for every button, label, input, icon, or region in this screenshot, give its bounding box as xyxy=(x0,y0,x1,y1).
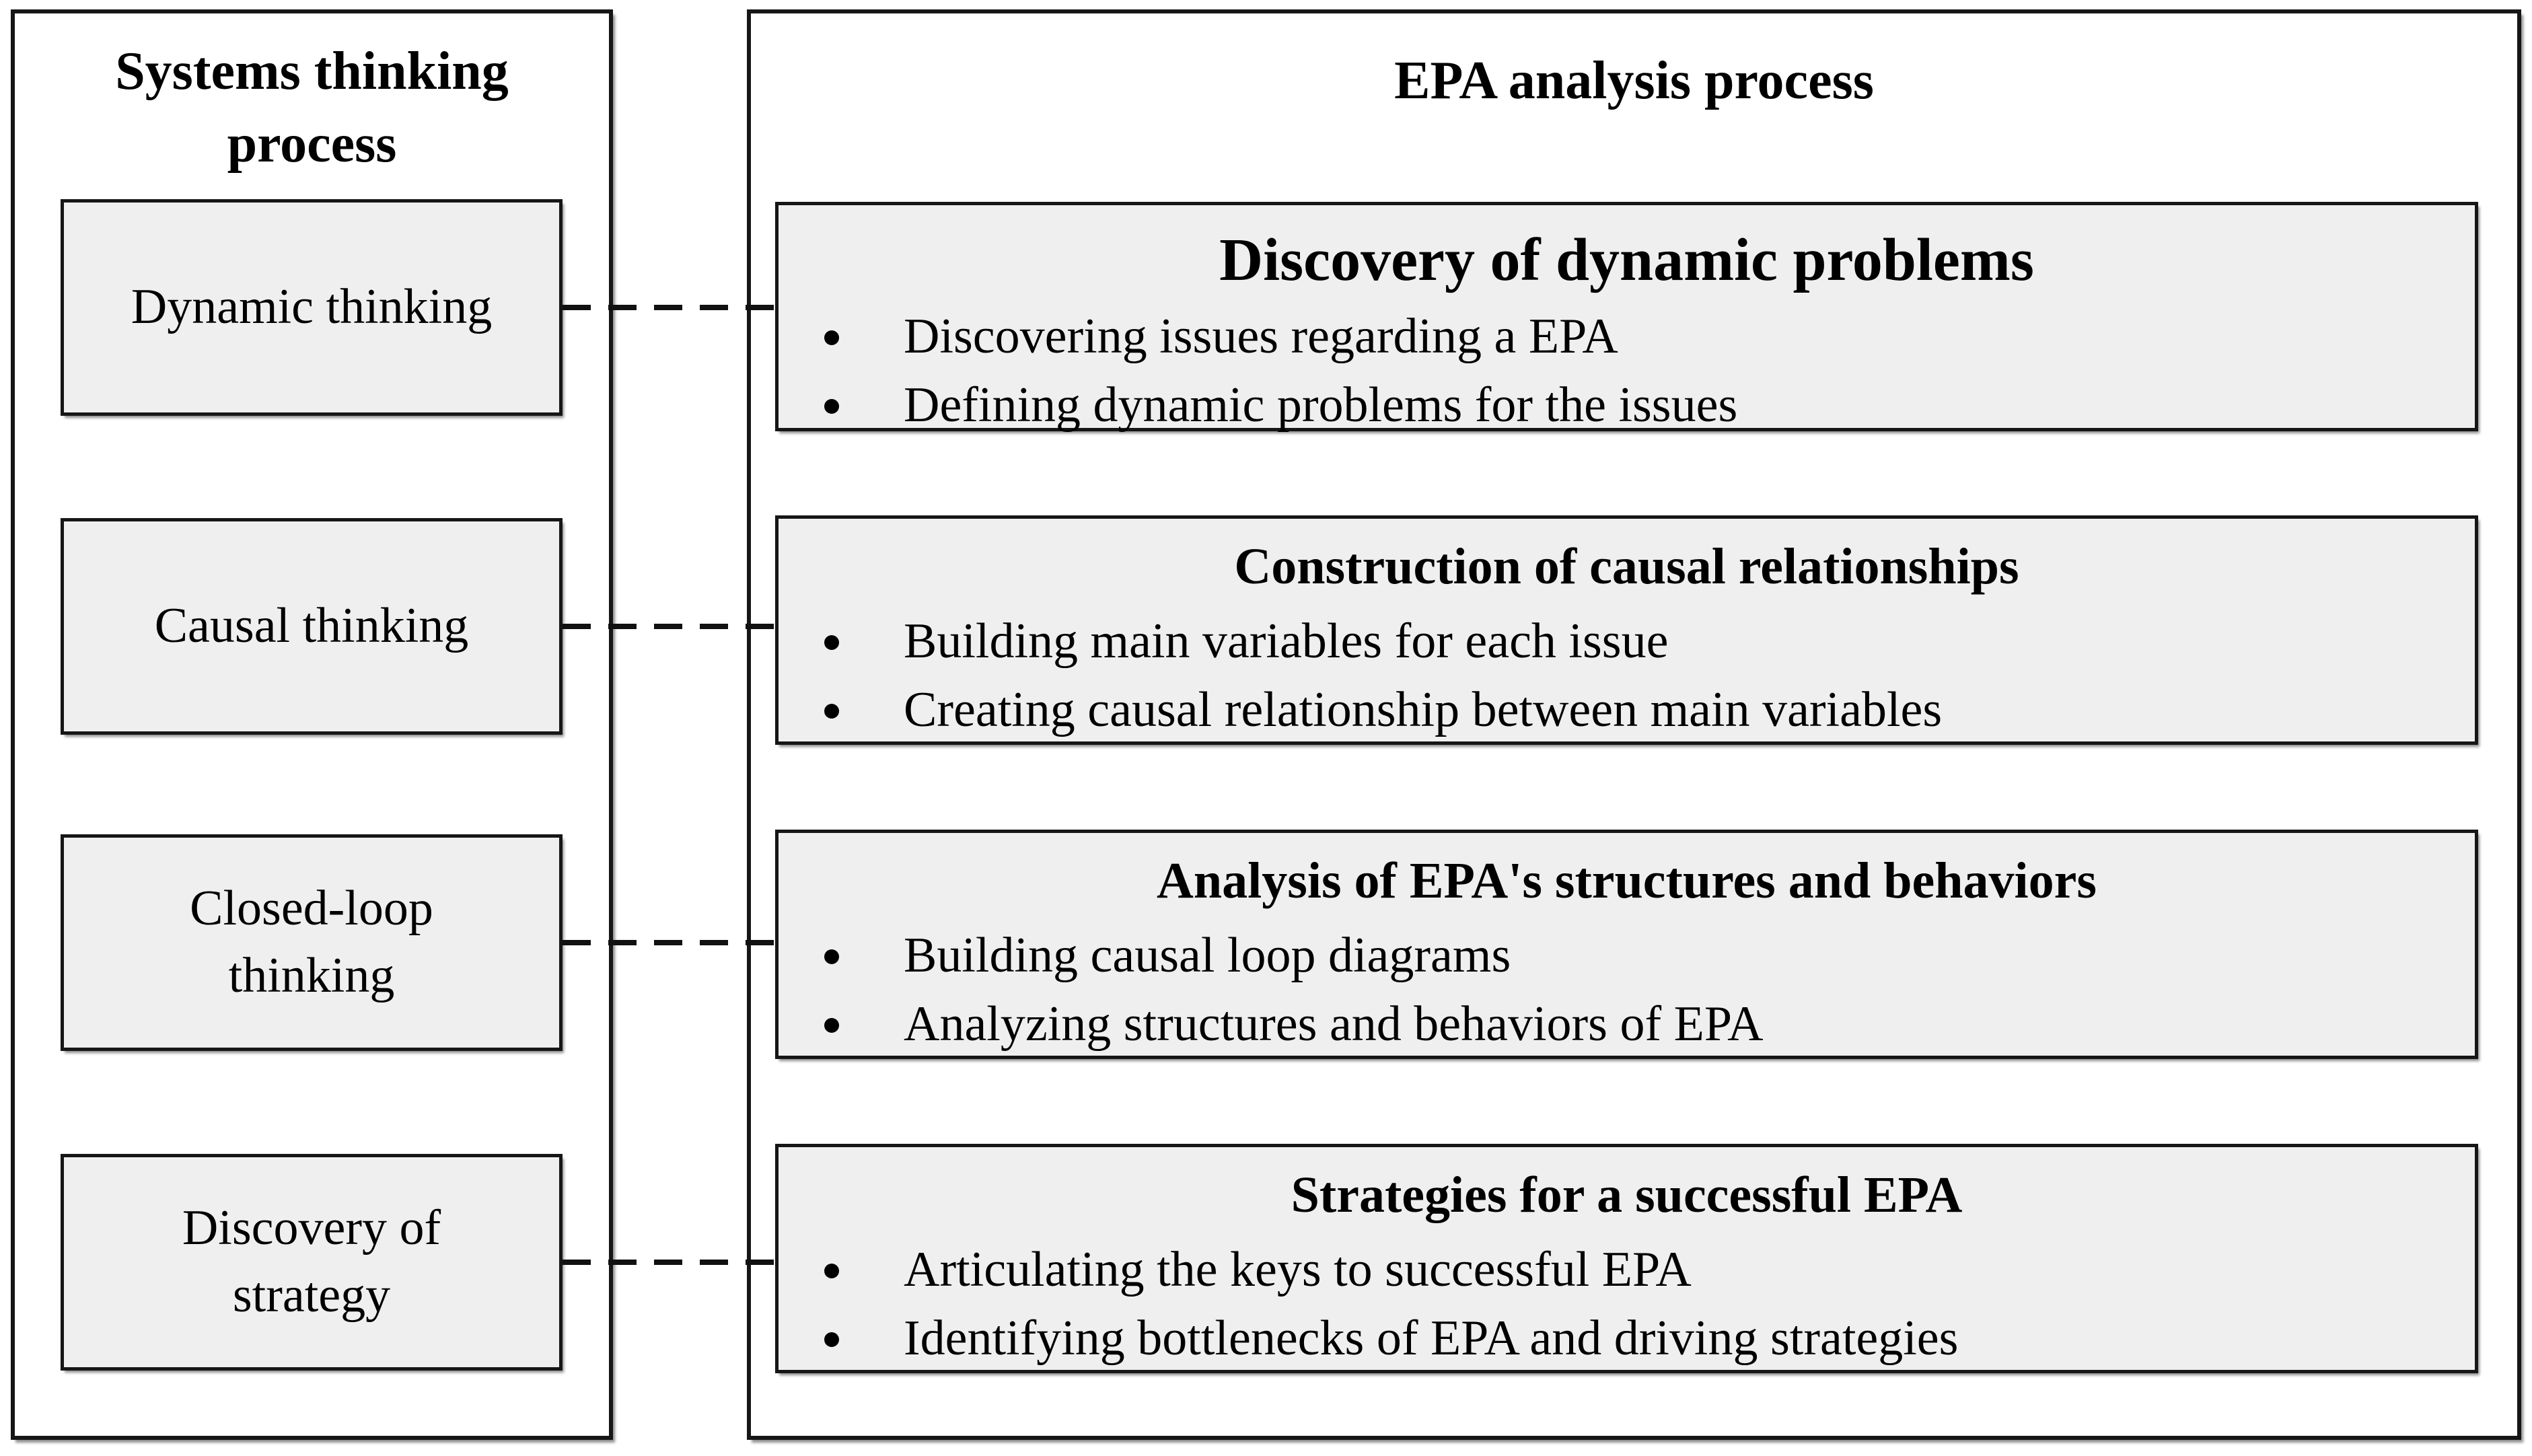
bullet-item: Analyzing structures and behaviors of EP… xyxy=(819,990,2434,1058)
epa-step-title: Discovery of dynamic problems xyxy=(1219,227,2034,293)
epa-step-title: Construction of causal relationships xyxy=(1234,538,2019,595)
systems-thinking-box-causal: Causal thinking xyxy=(61,518,563,735)
dashed-connector-row1 xyxy=(563,305,779,310)
bullet-dot-icon xyxy=(824,1263,839,1278)
dashed-connector-row2 xyxy=(563,624,779,629)
epa-step-bullets: Articulating the keys to successful EPA … xyxy=(779,1235,2475,1373)
bullet-item: Building main variables for each issue xyxy=(819,607,2434,676)
bullet-dot-icon xyxy=(824,1332,839,1347)
epa-step-bullets: Building causal loop diagrams Analyzing … xyxy=(779,921,2475,1058)
systems-thinking-box-closed-loop: Closed-loop thinking xyxy=(61,834,563,1051)
systems-thinking-box-label: Discovery of strategy xyxy=(182,1200,441,1323)
bullet-dot-icon xyxy=(824,1017,839,1033)
bullet-item: Building causal loop diagrams xyxy=(819,921,2434,990)
epa-step-box-analysis: Analysis of EPA's structures and behavio… xyxy=(775,830,2478,1059)
bullet-dot-icon xyxy=(824,949,839,964)
epa-step-title: Analysis of EPA's structures and behavio… xyxy=(1157,852,2097,909)
epa-step-box-strategies: Strategies for a successful EPA Articula… xyxy=(775,1144,2478,1373)
bullet-dot-icon xyxy=(824,398,839,414)
bullet-dot-icon xyxy=(824,703,839,719)
systems-thinking-title: Systems thinking process xyxy=(115,42,509,174)
bullet-item: Articulating the keys to successful EPA xyxy=(819,1235,2434,1304)
epa-analysis-title: EPA analysis process xyxy=(1394,51,1874,110)
systems-thinking-box-label: Dynamic thinking xyxy=(131,279,493,335)
dashed-connector-row4 xyxy=(563,1260,779,1265)
bullet-text: Articulating the keys to successful EPA xyxy=(904,1241,1692,1297)
bullet-text: Identifying bottlenecks of EPA and drivi… xyxy=(904,1310,1959,1366)
dashed-connector-row3 xyxy=(563,940,779,945)
epa-step-box-construction: Construction of causal relationships Bui… xyxy=(775,515,2478,745)
epa-step-bullets: Discovering issues regarding a EPA Defin… xyxy=(779,302,2475,439)
bullet-text: Creating causal relationship between mai… xyxy=(904,682,1943,737)
epa-step-title: Strategies for a successful EPA xyxy=(1291,1167,1963,1223)
systems-thinking-box-label: Causal thinking xyxy=(154,598,469,654)
systems-thinking-box-strategy: Discovery of strategy xyxy=(61,1154,563,1371)
bullet-item: Discovering issues regarding a EPA xyxy=(819,302,2434,371)
bullet-text: Defining dynamic problems for the issues xyxy=(904,377,1738,433)
bullet-text: Building causal loop diagrams xyxy=(904,927,1511,983)
bullet-text: Building main variables for each issue xyxy=(904,613,1669,669)
bullet-text: Analyzing structures and behaviors of EP… xyxy=(904,996,1764,1052)
epa-step-box-discovery: Discovery of dynamic problems Discoverin… xyxy=(775,202,2478,433)
epa-step-bullets: Building main variables for each issue C… xyxy=(779,607,2475,744)
bullet-item: Defining dynamic problems for the issues xyxy=(819,371,2434,439)
systems-thinking-box-dynamic: Dynamic thinking xyxy=(61,199,563,416)
bullet-text: Discovering issues regarding a EPA xyxy=(904,308,1618,364)
systems-thinking-box-label: Closed-loop thinking xyxy=(190,881,433,1003)
bullet-dot-icon xyxy=(824,634,839,650)
bullet-dot-icon xyxy=(824,330,839,345)
bullet-item: Identifying bottlenecks of EPA and drivi… xyxy=(819,1304,2434,1373)
bullet-item: Creating causal relationship between mai… xyxy=(819,676,2434,744)
